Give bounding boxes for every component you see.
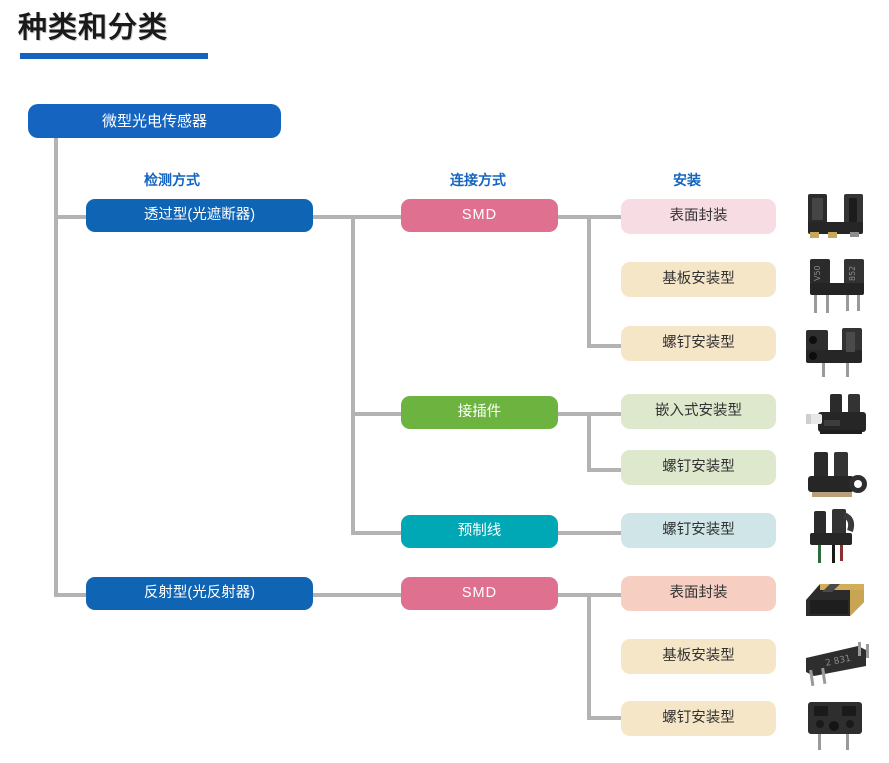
product-photo-sensor-through-hole: V50 852	[800, 255, 872, 317]
node-reflective[interactable]: 反射型(光反射器)	[86, 577, 313, 610]
product-photo-reflector-smd-chip	[800, 568, 872, 630]
connector-connection-spine	[351, 215, 355, 533]
node-mount-board-1[interactable]: 基板安装型	[621, 262, 776, 297]
node-mount-board-2[interactable]: 基板安装型	[621, 639, 776, 674]
connector-transmissive-out	[313, 215, 355, 219]
node-mount-screw-1-label: 螺钉安装型	[662, 335, 735, 352]
column-header-detection: 检测方式	[144, 172, 200, 188]
connector-to-smd-top	[351, 215, 403, 219]
connector-to-prewired	[351, 531, 403, 535]
node-mount-screw-3-label: 螺钉安装型	[662, 522, 735, 539]
product-photo-sensor-connector-embedded	[800, 386, 872, 448]
product-photo-sensor-screw-mount	[800, 320, 872, 382]
product-photo-sensor-connector-screw	[800, 446, 872, 508]
node-mount-board-1-label: 基板安装型	[662, 271, 735, 288]
node-transmissive-label: 透过型(光遮断器)	[143, 207, 256, 224]
node-mount-surface-1-label: 表面封装	[669, 208, 728, 225]
connector-plug-to-screw	[587, 468, 623, 472]
node-mount-surface-2[interactable]: 表面封装	[621, 576, 776, 611]
node-mount-screw-1[interactable]: 螺钉安装型	[621, 326, 776, 361]
node-mount-embedded[interactable]: 嵌入式安装型	[621, 394, 776, 429]
node-prewired-label: 预制线	[457, 523, 502, 540]
connector-smd-bottom-to-screw	[587, 716, 623, 720]
svg-text:852: 852	[848, 266, 857, 281]
connector-main-spine	[54, 136, 58, 597]
product-photo-sensor-smd-slot	[800, 188, 872, 250]
node-smd-reflective[interactable]: SMD	[401, 577, 558, 610]
node-mount-board-2-label: 基板安装型	[662, 648, 735, 665]
node-mount-screw-2-label: 螺钉安装型	[662, 459, 735, 476]
node-transmissive[interactable]: 透过型(光遮断器)	[86, 199, 313, 232]
node-connector-plug-label: 接插件	[457, 404, 502, 421]
connector-root-to-reflective	[54, 593, 90, 597]
node-smd-reflective-label: SMD	[461, 585, 498, 602]
node-mount-embedded-label: 嵌入式安装型	[655, 403, 742, 420]
node-smd-transmissive-label: SMD	[461, 207, 498, 224]
connector-to-connector-plug	[351, 412, 403, 416]
svg-text:V50: V50	[813, 265, 822, 281]
product-photo-reflector-screw-mount	[800, 694, 872, 756]
node-prewired[interactable]: 预制线	[401, 515, 558, 548]
connector-smd-to-screw	[587, 344, 623, 348]
product-photo-sensor-cable-screw	[800, 505, 872, 567]
connector-smd-bottom-spine	[587, 593, 591, 720]
node-mount-screw-2[interactable]: 螺钉安装型	[621, 450, 776, 485]
node-root-label: 微型光电传感器	[101, 112, 207, 130]
node-smd-transmissive[interactable]: SMD	[401, 199, 558, 232]
connector-reflective-to-smd	[313, 593, 403, 597]
node-mount-screw-3[interactable]: 螺钉安装型	[621, 513, 776, 548]
column-header-mounting: 安装	[673, 172, 701, 188]
page-title: 种类和分类	[18, 12, 169, 44]
node-reflective-label: 反射型(光反射器)	[143, 585, 256, 602]
node-mount-screw-4-label: 螺钉安装型	[662, 710, 735, 727]
node-root[interactable]: 微型光电传感器	[28, 104, 281, 138]
title-underline	[20, 53, 208, 59]
product-photo-reflector-through-hole: 2 831	[800, 632, 872, 694]
column-header-connection: 连接方式	[450, 172, 506, 188]
connector-prewired-out	[557, 531, 623, 535]
node-mount-screw-4[interactable]: 螺钉安装型	[621, 701, 776, 736]
connector-smd-mount-spine	[587, 215, 591, 348]
connector-plug-mount-spine	[587, 412, 591, 472]
node-mount-surface-2-label: 表面封装	[669, 585, 728, 602]
node-mount-surface-1[interactable]: 表面封装	[621, 199, 776, 234]
node-connector-plug[interactable]: 接插件	[401, 396, 558, 429]
connector-root-to-transmissive	[54, 215, 90, 219]
